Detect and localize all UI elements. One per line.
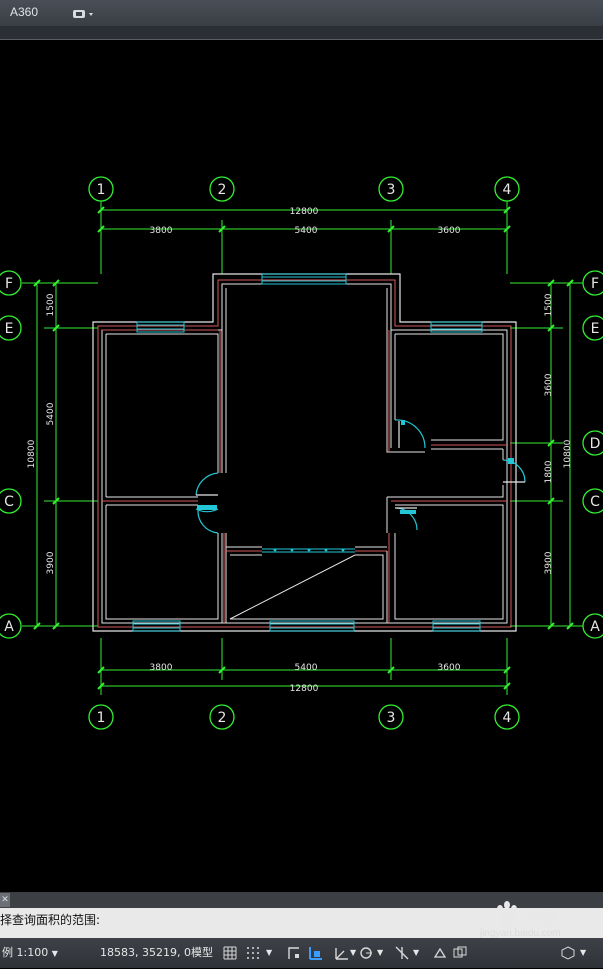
selection-cycling-icon[interactable] xyxy=(452,945,468,961)
object-snap-tracking-icon[interactable] xyxy=(358,945,374,961)
cloud-share-button[interactable] xyxy=(72,6,96,19)
dim-bottom-seg2: 5400 xyxy=(295,663,318,673)
axis-label-1: 1 xyxy=(97,182,106,198)
baidu-paw-logo xyxy=(497,901,517,927)
chevron-down-icon: ▼ xyxy=(51,949,58,958)
close-icon[interactable]: ✕ xyxy=(0,893,10,907)
dim-bottom-total: 12800 xyxy=(290,684,319,694)
dimension-ticks xyxy=(33,206,574,690)
command-history: ✕ xyxy=(0,892,603,908)
status-bar: 例 1:100 ▼ 18583, 35219, 0 模型 ▼ ▼ ▼ ▼ ▼ xyxy=(0,938,603,968)
dim-left-seg3: 3900 xyxy=(46,551,56,574)
cloud-icon xyxy=(73,10,93,18)
axis-label-3: 3 xyxy=(387,182,396,198)
chevron-down-icon[interactable]: ▼ xyxy=(350,948,357,957)
axis-label-e: E xyxy=(5,321,14,337)
dim-left-seg2: 5400 xyxy=(46,402,56,425)
title-bar: A360 xyxy=(0,0,603,27)
chevron-down-icon[interactable]: ▼ xyxy=(377,948,384,957)
axis-label-3-bottom: 3 xyxy=(387,710,396,726)
dim-right-seg3: 1800 xyxy=(544,460,554,483)
axis-label-f-right: F xyxy=(591,276,599,292)
dim-right-total: 10800 xyxy=(563,439,573,468)
dimension-lines xyxy=(22,201,587,695)
dim-left-seg1: 1500 xyxy=(46,293,56,316)
chevron-down-icon[interactable]: ▼ xyxy=(266,948,273,957)
walls xyxy=(92,273,517,632)
watermark-url: jingyan.baidu.com xyxy=(480,928,561,939)
dim-top-seg1: 3800 xyxy=(150,226,173,236)
grid-icon[interactable] xyxy=(222,945,238,961)
axis-label-e-right: E xyxy=(591,321,600,337)
axis-label-f: F xyxy=(5,276,13,292)
axis-label-2-bottom: 2 xyxy=(218,710,227,726)
file-tab-strip xyxy=(0,27,603,40)
dim-right-seg1: 1500 xyxy=(544,293,554,316)
lineweight-icon[interactable] xyxy=(432,945,448,961)
infer-constraints-icon[interactable] xyxy=(286,945,302,961)
dimension-texts: 12800 3800 5400 3600 3800 5400 3600 1280… xyxy=(27,207,573,694)
window-marks xyxy=(273,548,345,552)
app-title: A360 xyxy=(10,5,39,19)
drawing-canvas[interactable]: 1 2 3 4 1 2 3 4 F E C A F E D C A 12800 … xyxy=(0,40,603,892)
dim-left-total: 10800 xyxy=(27,439,37,468)
doors xyxy=(195,419,526,534)
axis-label-c-right: C xyxy=(590,494,600,510)
axis-bubbles xyxy=(0,176,603,730)
chevron-down-icon[interactable]: ▼ xyxy=(413,948,420,957)
dim-top-seg3: 3600 xyxy=(438,226,461,236)
axis-label-c: C xyxy=(4,494,14,510)
annotation-scale-label: 例 1:100 xyxy=(2,946,49,959)
dim-right-seg2: 3600 xyxy=(544,373,554,396)
dim-bottom-seg1: 3800 xyxy=(150,663,173,673)
ortho-mode-icon[interactable] xyxy=(308,945,324,961)
polar-tracking-icon[interactable] xyxy=(334,945,350,961)
axis-label-a-right: A xyxy=(590,619,600,635)
model-space-button[interactable]: 模型 xyxy=(191,946,213,959)
coordinates-readout[interactable]: 18583, 35219, 0 xyxy=(100,946,191,959)
isolate-objects-icon[interactable] xyxy=(560,945,576,961)
chevron-down-icon[interactable]: ▼ xyxy=(580,948,587,957)
command-prompt: 择查询面积的范围: xyxy=(0,913,101,927)
axis-labels: 1 2 3 4 1 2 3 4 F E C A F E D C A xyxy=(4,182,600,726)
axis-label-2: 2 xyxy=(218,182,227,198)
dim-right-seg4: 3900 xyxy=(544,551,554,574)
axis-label-a: A xyxy=(4,619,14,635)
annotation-scale-dropdown[interactable]: 例 1:100 ▼ xyxy=(2,938,58,968)
axis-label-d-right: D xyxy=(590,436,601,452)
windows xyxy=(132,273,483,632)
dim-top-total: 12800 xyxy=(290,207,319,217)
watermark-brand: 经验 xyxy=(526,909,559,928)
isodraft-icon[interactable] xyxy=(394,945,410,961)
axis-label-4: 4 xyxy=(503,182,512,198)
dim-top-seg2: 5400 xyxy=(295,226,318,236)
axis-label-4-bottom: 4 xyxy=(503,710,512,726)
dim-bottom-seg3: 3600 xyxy=(438,663,461,673)
snap-grid-icon[interactable] xyxy=(245,945,261,961)
axis-label-1-bottom: 1 xyxy=(97,710,106,726)
